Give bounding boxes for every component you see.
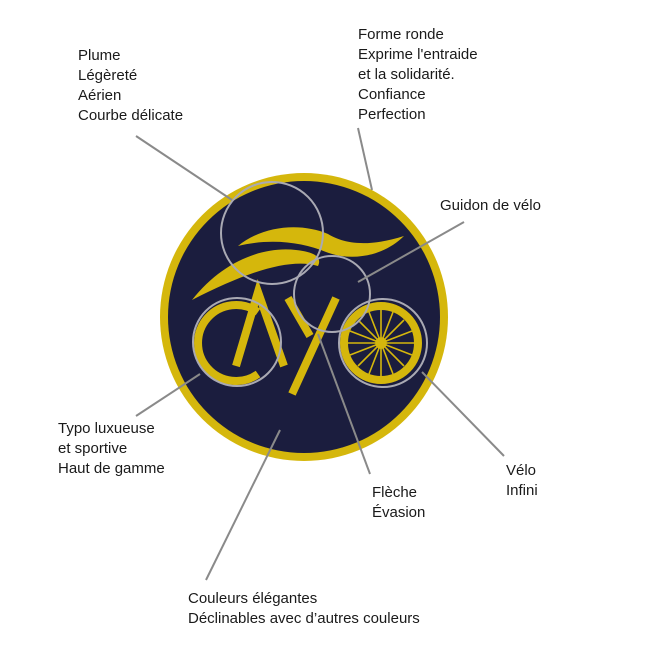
annotation-couleurs: Couleurs élégantes Déclinables avec d’au…: [188, 589, 420, 629]
callout-circle-guidon: [293, 255, 371, 333]
callout-circle-typo: [192, 297, 282, 387]
callout-circle-velo: [338, 298, 428, 388]
annotation-forme: Forme ronde Exprime l'entraide et la sol…: [358, 25, 478, 125]
annotation-velo: Vélo Infini: [506, 461, 538, 501]
callout-lines: [135, 127, 505, 581]
callout-line-plume: [135, 135, 233, 201]
annotation-plume-line: Légèreté: [78, 67, 138, 84]
annotation-typo-line: Haut de gamme: [58, 460, 165, 477]
annotation-fleche-line: Évasion: [372, 504, 426, 521]
annotation-guidon-line: Guidon de vélo: [440, 197, 541, 214]
annotation-couleurs-line: Déclinables avec d’autres couleurs: [188, 610, 420, 627]
annotation-plume-line: Plume: [78, 47, 121, 64]
annotation-fleche: Flèche Évasion: [372, 483, 425, 523]
callout-circle-plume: [220, 181, 324, 285]
logo-wordmark: [194, 279, 422, 396]
callout-line-guidon: [357, 221, 465, 283]
annotation-forme-line: Forme ronde: [358, 26, 444, 43]
wheel-spokes-icon: [348, 310, 414, 376]
callout-line-velo: [421, 371, 505, 457]
annotation-typo-line: Typo luxueuse: [58, 420, 155, 437]
annotation-fleche-line: Flèche: [372, 484, 418, 501]
annotation-forme-line: et la solidarité.: [358, 66, 455, 83]
callout-line-fleche: [317, 333, 371, 475]
annotation-forme-line: Exprime l'entraide: [358, 46, 478, 63]
annotation-guidon: Guidon de vélo: [440, 196, 541, 216]
annotation-typo: Typo luxueuse et sportive Haut de gamme: [58, 419, 165, 479]
annotation-velo-line: Infini: [506, 482, 538, 499]
letter-y: [284, 295, 340, 396]
letter-a: [232, 279, 288, 368]
annotation-plume-line: Aérien: [78, 87, 122, 104]
annotation-velo-line: Vélo: [506, 462, 537, 479]
annotation-typo-line: et sportive: [58, 440, 128, 457]
letter-c: [194, 301, 261, 385]
annotation-forme-line: Perfection: [358, 106, 426, 123]
annotation-plume-line: Courbe délicate: [78, 107, 184, 124]
feather-icon: [192, 227, 404, 300]
callout-line-forme: [357, 127, 373, 191]
annotation-plume: Plume Légèreté Aérien Courbe délicate: [78, 46, 183, 126]
callout-line-typo: [135, 373, 201, 417]
annotation-forme-line: Confiance: [358, 86, 426, 103]
callout-circles: [192, 181, 428, 388]
annotation-couleurs-line: Couleurs élégantes: [188, 590, 318, 607]
callout-line-couleurs: [205, 429, 281, 581]
letter-o-wheel: [340, 302, 422, 384]
